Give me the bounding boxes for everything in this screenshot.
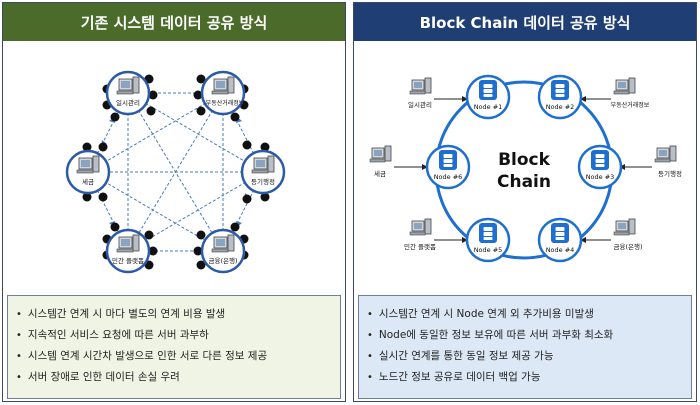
computer-icon xyxy=(116,76,140,95)
computer-icon xyxy=(409,218,432,236)
computer-icon xyxy=(211,234,235,253)
blockchain-icon xyxy=(479,223,497,243)
blockchain-panel-title: Block Chain 데이터 공유 방식 xyxy=(354,3,696,41)
svg-text:Node #2: Node #2 xyxy=(546,103,575,111)
svg-text:Node #3: Node #3 xyxy=(586,173,615,181)
system-terminal-3: 등기행정 xyxy=(654,145,682,178)
legacy-network-diagram: 일시관리 부동산거래정보 등기행정 금융(은행) 민간 플랫폼 세금 xyxy=(65,70,286,274)
computer-icon xyxy=(116,234,140,253)
svg-text:세금: 세금 xyxy=(82,177,94,186)
system-terminal-5: 민간 플랫폼 xyxy=(404,218,436,251)
svg-text:일시관리: 일시관리 xyxy=(408,100,432,109)
legacy-node-6: 세금 xyxy=(65,149,111,195)
legacy-bullet: 서버 장애로 인한 데이터 손실 우려 xyxy=(16,367,332,388)
blockchain-network-diagram: Block Chain Node #1 Node #2 Node #3 xyxy=(369,74,682,263)
blockchain-icon xyxy=(551,80,569,100)
svg-text:등기행정: 등기행정 xyxy=(658,169,682,178)
system-terminal-4: 금융(은행) xyxy=(613,218,643,251)
computer-icon xyxy=(76,155,100,174)
computer-icon xyxy=(211,76,235,95)
svg-text:금융(은행): 금융(은행) xyxy=(614,242,643,251)
blockchain-center-text: Chain xyxy=(497,172,551,192)
svg-text:민간 플랫폼: 민간 플랫폼 xyxy=(404,242,436,251)
blockchain-node-4: Node #4 xyxy=(537,217,583,263)
legacy-node-1: 일시관리 xyxy=(105,70,151,116)
blockchain-node-5: Node #5 xyxy=(465,217,511,263)
blockchain-icon xyxy=(591,150,609,170)
svg-text:Node #1: Node #1 xyxy=(474,103,503,111)
svg-text:부동산거래정보: 부동산거래정보 xyxy=(611,101,650,109)
blockchain-center-text: Block xyxy=(498,150,551,170)
svg-text:Node #6: Node #6 xyxy=(434,173,463,181)
svg-text:부동산거래정보: 부동산거래정보 xyxy=(206,99,245,107)
legacy-panel-title: 기존 시스템 데이터 공유 방식 xyxy=(3,3,345,41)
blockchain-node-2: Node #2 xyxy=(537,74,583,120)
svg-text:Node #4: Node #4 xyxy=(546,246,575,254)
blockchain-bullet: 노드간 정보 공유로 데이터 백업 가능 xyxy=(367,367,683,388)
svg-text:Node #5: Node #5 xyxy=(474,246,503,254)
blockchain-bullet: 시스템간 연계 시 Node 연계 외 추가비용 미발생 xyxy=(367,304,683,325)
legacy-node-4: 금융(은행) xyxy=(200,228,246,274)
blockchain-node-6: Node #6 xyxy=(425,144,471,190)
legacy-panel: 기존 시스템 데이터 공유 방식 xyxy=(2,2,346,402)
system-connectors xyxy=(394,96,652,243)
system-terminal-6: 세금 xyxy=(369,145,392,178)
blockchain-icon xyxy=(439,150,457,170)
blockchain-bullet-box: 시스템간 연계 시 Node 연계 외 추가비용 미발생 Node에 동일한 정… xyxy=(358,295,692,399)
system-terminal-2: 부동산거래정보 xyxy=(611,77,650,109)
legacy-bullet: 시스템 연계 시간차 발생으로 인한 서로 다른 정보 제공 xyxy=(16,346,332,367)
blockchain-icon xyxy=(479,80,497,100)
blockchain-bullet: 실시간 연계를 통한 동일 정보 제공 가능 xyxy=(367,346,683,367)
legacy-bullet: 지속적인 서비스 요청에 따른 서버 과부하 xyxy=(16,325,332,346)
svg-text:세금: 세금 xyxy=(374,169,386,178)
blockchain-panel: Block Chain 데이터 공유 방식 Block Chain xyxy=(353,2,697,402)
blockchain-bullet: Node에 동일한 정보 보유에 따른 서버 과부화 최소화 xyxy=(367,325,683,346)
svg-text:일시관리: 일시관리 xyxy=(116,98,140,107)
computer-icon xyxy=(369,145,392,163)
svg-text:민간 플랫폼: 민간 플랫폼 xyxy=(112,256,144,265)
blockchain-node-3: Node #3 xyxy=(577,144,623,190)
legacy-node-2: 부동산거래정보 xyxy=(200,70,246,116)
legacy-node-3: 등기행정 xyxy=(240,149,286,195)
blockchain-icon xyxy=(551,223,569,243)
computer-icon xyxy=(613,77,636,95)
computer-icon xyxy=(251,155,275,174)
blockchain-node-1: Node #1 xyxy=(465,74,511,120)
system-terminal-1: 일시관리 xyxy=(408,77,432,109)
computer-icon xyxy=(654,145,677,163)
legacy-bullet-box: 시스템간 연계 시 마다 별도의 연계 비용 발생 지속적인 서비스 요청에 따… xyxy=(7,295,341,399)
svg-text:금융(은행): 금융(은행) xyxy=(209,256,238,265)
svg-text:등기행정: 등기행정 xyxy=(251,177,275,186)
legacy-bullet: 시스템간 연계 시 마다 별도의 연계 비용 발생 xyxy=(16,304,332,325)
computer-icon xyxy=(409,77,432,95)
computer-icon xyxy=(613,218,636,236)
legacy-node-5: 민간 플랫폼 xyxy=(105,228,151,274)
